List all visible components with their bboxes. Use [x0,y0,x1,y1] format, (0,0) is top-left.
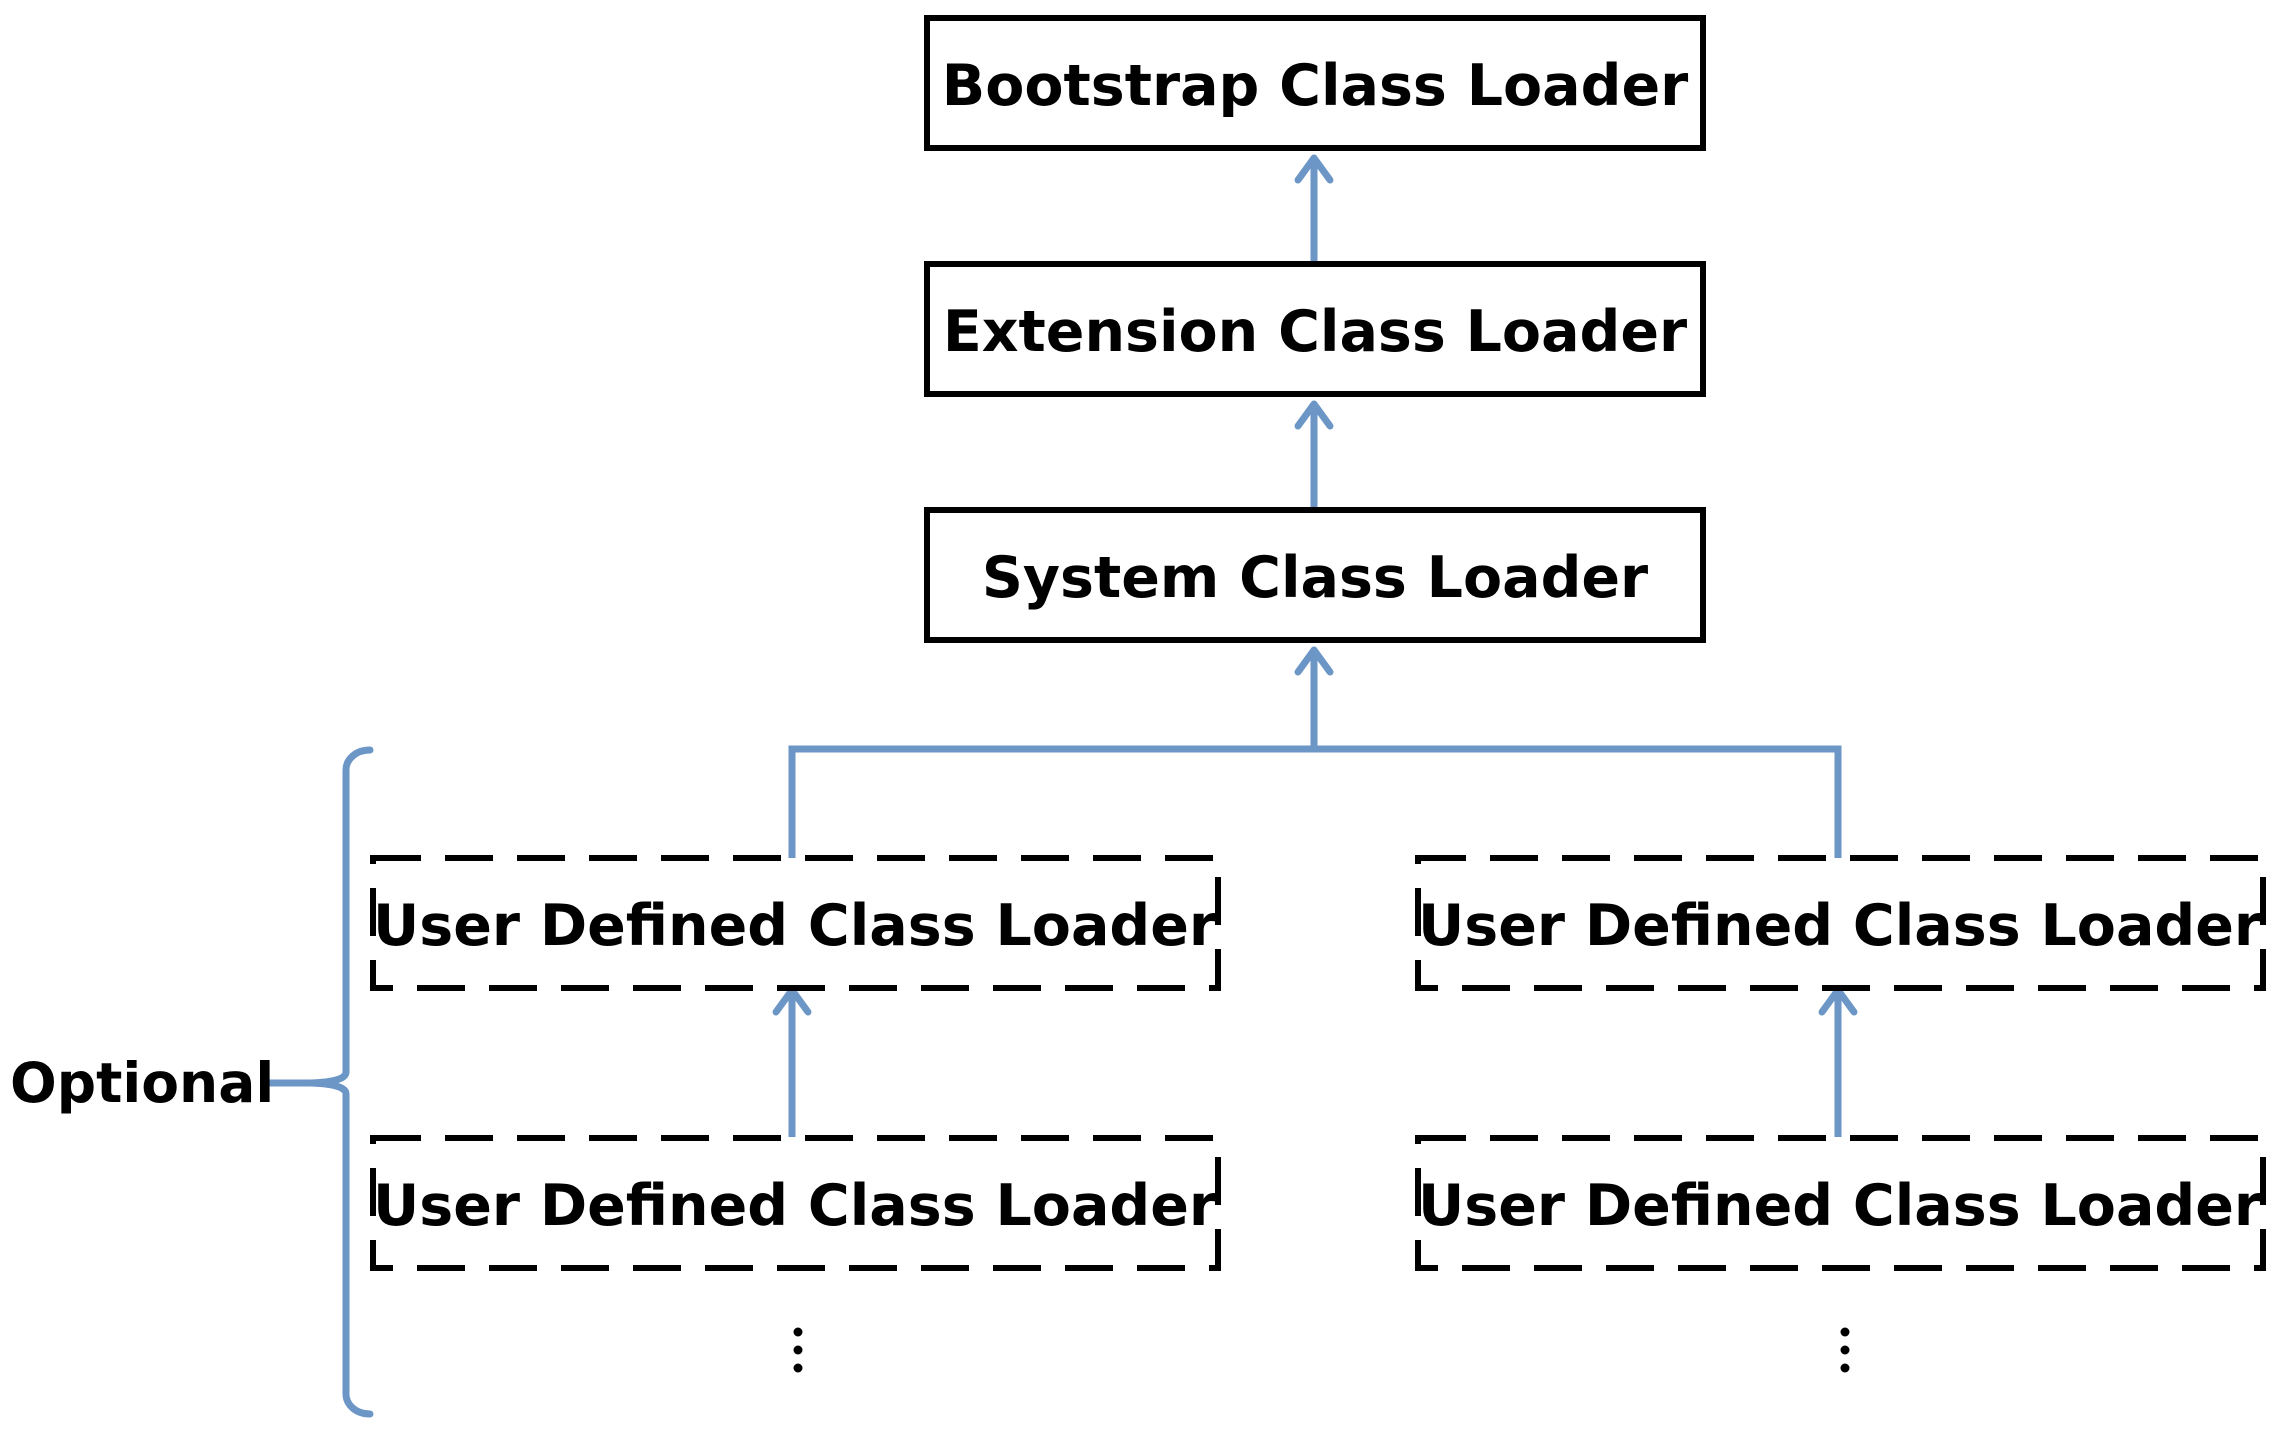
node-user-left-bottom-label: User Defined Class Loader [373,1173,1217,1239]
node-system-label: System Class Loader [982,545,1648,611]
node-user-right-bottom: User Defined Class Loader [1415,1135,2266,1271]
node-extension: Extension Class Loader [924,261,1706,397]
optional-brace [266,746,374,1418]
ellipsis-right-dot-3 [1840,1363,1850,1373]
ellipsis-left-dot-1 [793,1327,803,1337]
node-user-left-bottom: User Defined Class Loader [370,1135,1221,1271]
ellipsis-right [1840,1327,1850,1373]
arrowhead-system [1294,646,1334,676]
node-user-left-top: User Defined Class Loader [370,855,1221,991]
node-extension-label: Extension Class Loader [943,299,1687,365]
node-bootstrap-label: Bootstrap Class Loader [942,53,1688,119]
ellipsis-right-dot-2 [1840,1345,1850,1355]
node-user-left-bottom-box [370,1135,1221,1271]
node-system: System Class Loader [924,507,1706,643]
ellipsis-left [793,1327,803,1373]
node-extension-box [924,261,1706,397]
node-user-left-top-box [370,855,1221,991]
node-user-right-top: User Defined Class Loader [1415,855,2266,991]
ellipsis-right-dot-1 [1840,1327,1850,1337]
node-user-right-top-box [1415,855,2266,991]
ellipsis-left-dot-3 [793,1363,803,1373]
node-user-left-top-label: User Defined Class Loader [373,893,1217,959]
arrowhead-extension [1294,400,1334,430]
edge-user-tops-to-system [788,745,1842,858]
node-user-right-bottom-label: User Defined Class Loader [1418,1173,2262,1239]
node-bootstrap: Bootstrap Class Loader [924,15,1706,151]
node-user-right-top-label: User Defined Class Loader [1418,893,2262,959]
optional-label: Optional [10,1051,274,1115]
node-system-box [924,507,1706,643]
node-user-right-bottom-box [1415,1135,2266,1271]
node-bootstrap-box [924,15,1706,151]
arrowhead-bootstrap [1294,154,1334,184]
ellipsis-left-dot-2 [793,1345,803,1355]
